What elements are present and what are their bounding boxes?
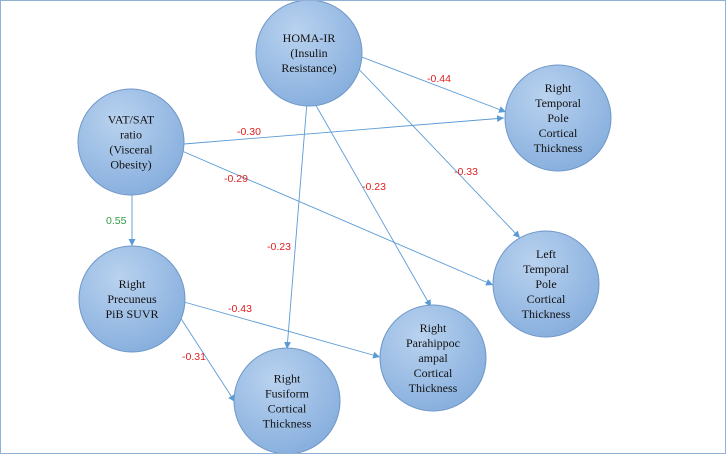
edge-label-vat-to-rtemporal: -0.30 xyxy=(237,126,261,138)
edge-homa-to-ltemporal xyxy=(352,62,521,239)
node-circle-parahip xyxy=(379,304,487,412)
node-label-precuneus-line-2: PiB SUVR xyxy=(105,307,158,321)
node-label-vat-line-2: (Visceral xyxy=(109,143,153,157)
edge-label-homa-to-fusiform: -0.23 xyxy=(267,241,291,253)
node-label-rtemporal-line-4: Thickness xyxy=(534,141,583,155)
edge-label-vat-to-ltemporal: -0.29 xyxy=(224,173,248,185)
node-label-ltemporal-line-3: Cortical xyxy=(527,292,566,306)
edge-precuneus-to-parahip xyxy=(183,301,381,359)
node-label-vat-line-3: Obesity) xyxy=(110,158,151,172)
node-circle-homa xyxy=(255,1,363,107)
edge-label-precuneus-to-parahip: -0.43 xyxy=(228,303,252,315)
node-label-parahip-line-0: Right xyxy=(420,321,447,335)
edge-vat-to-rtemporal xyxy=(183,115,505,145)
node-circle-fusiform xyxy=(233,347,341,453)
node-label-vat-line-0: VAT/SAT xyxy=(108,113,155,127)
node-circle-ltemporal xyxy=(492,230,600,338)
node-label-rtemporal-line-3: Cortical xyxy=(539,126,578,140)
edge-label-homa-to-ltemporal: -0.33 xyxy=(454,166,478,178)
node-label-fusiform-line-2: Cortical xyxy=(268,402,307,416)
edge-homa-to-fusiform xyxy=(284,101,308,350)
node-label-precuneus-line-0: Right xyxy=(119,277,146,291)
node-label-rtemporal-line-2: Pole xyxy=(547,111,568,125)
edge-label-vat-to-precuneus: 0.55 xyxy=(106,215,127,227)
node-label-parahip-line-2: ampal xyxy=(418,351,448,365)
node-label-parahip-line-1: Parahippoc xyxy=(406,336,460,350)
node-label-fusiform-line-1: Fusiform xyxy=(265,387,310,401)
edge-label-homa-to-parahip: -0.23 xyxy=(362,181,386,193)
node-circle-rtemporal xyxy=(504,64,612,172)
node-label-homa-line-2: Resistance) xyxy=(281,61,336,75)
node-label-parahip-line-3: Cortical xyxy=(414,366,453,380)
node-label-fusiform-line-0: Right xyxy=(274,372,301,386)
edges-layer xyxy=(128,55,521,403)
node-label-ltemporal-line-1: Temporal xyxy=(523,262,569,276)
node-label-fusiform-line-3: Thickness xyxy=(263,417,312,431)
node-label-rtemporal-line-0: Right xyxy=(545,81,572,95)
edge-homa-to-parahip xyxy=(313,101,432,308)
edge-vat-to-ltemporal xyxy=(181,150,494,286)
edge-label-homa-to-rtemporal: -0.44 xyxy=(427,73,451,85)
node-label-vat-line-1: ratio xyxy=(120,128,142,142)
edge-label-precuneus-to-fusiform: -0.31 xyxy=(182,351,206,363)
node-label-precuneus-line-1: Precuneus xyxy=(107,292,157,306)
edge-precuneus-to-fusiform xyxy=(177,313,236,403)
edge-homa-to-rtemporal xyxy=(358,55,507,113)
node-label-ltemporal-line-0: Left xyxy=(536,247,557,261)
edge-labels-layer: -0.44 -0.33 -0.23 -0.23 -0.30 -0.29 0.55 -0.43 -… xyxy=(106,73,478,363)
node-label-homa-line-1: (Insulin xyxy=(290,46,327,60)
node-label-parahip-line-4: Thickness xyxy=(409,381,458,395)
node-label-ltemporal-line-2: Pole xyxy=(535,277,556,291)
node-label-rtemporal-line-1: Temporal xyxy=(535,96,581,110)
node-label-ltemporal-line-4: Thickness xyxy=(522,307,571,321)
node-circle-vat xyxy=(77,88,185,196)
node-label-homa-line-0: HOMA-IR xyxy=(283,31,336,45)
node-circle-precuneus xyxy=(78,245,186,353)
